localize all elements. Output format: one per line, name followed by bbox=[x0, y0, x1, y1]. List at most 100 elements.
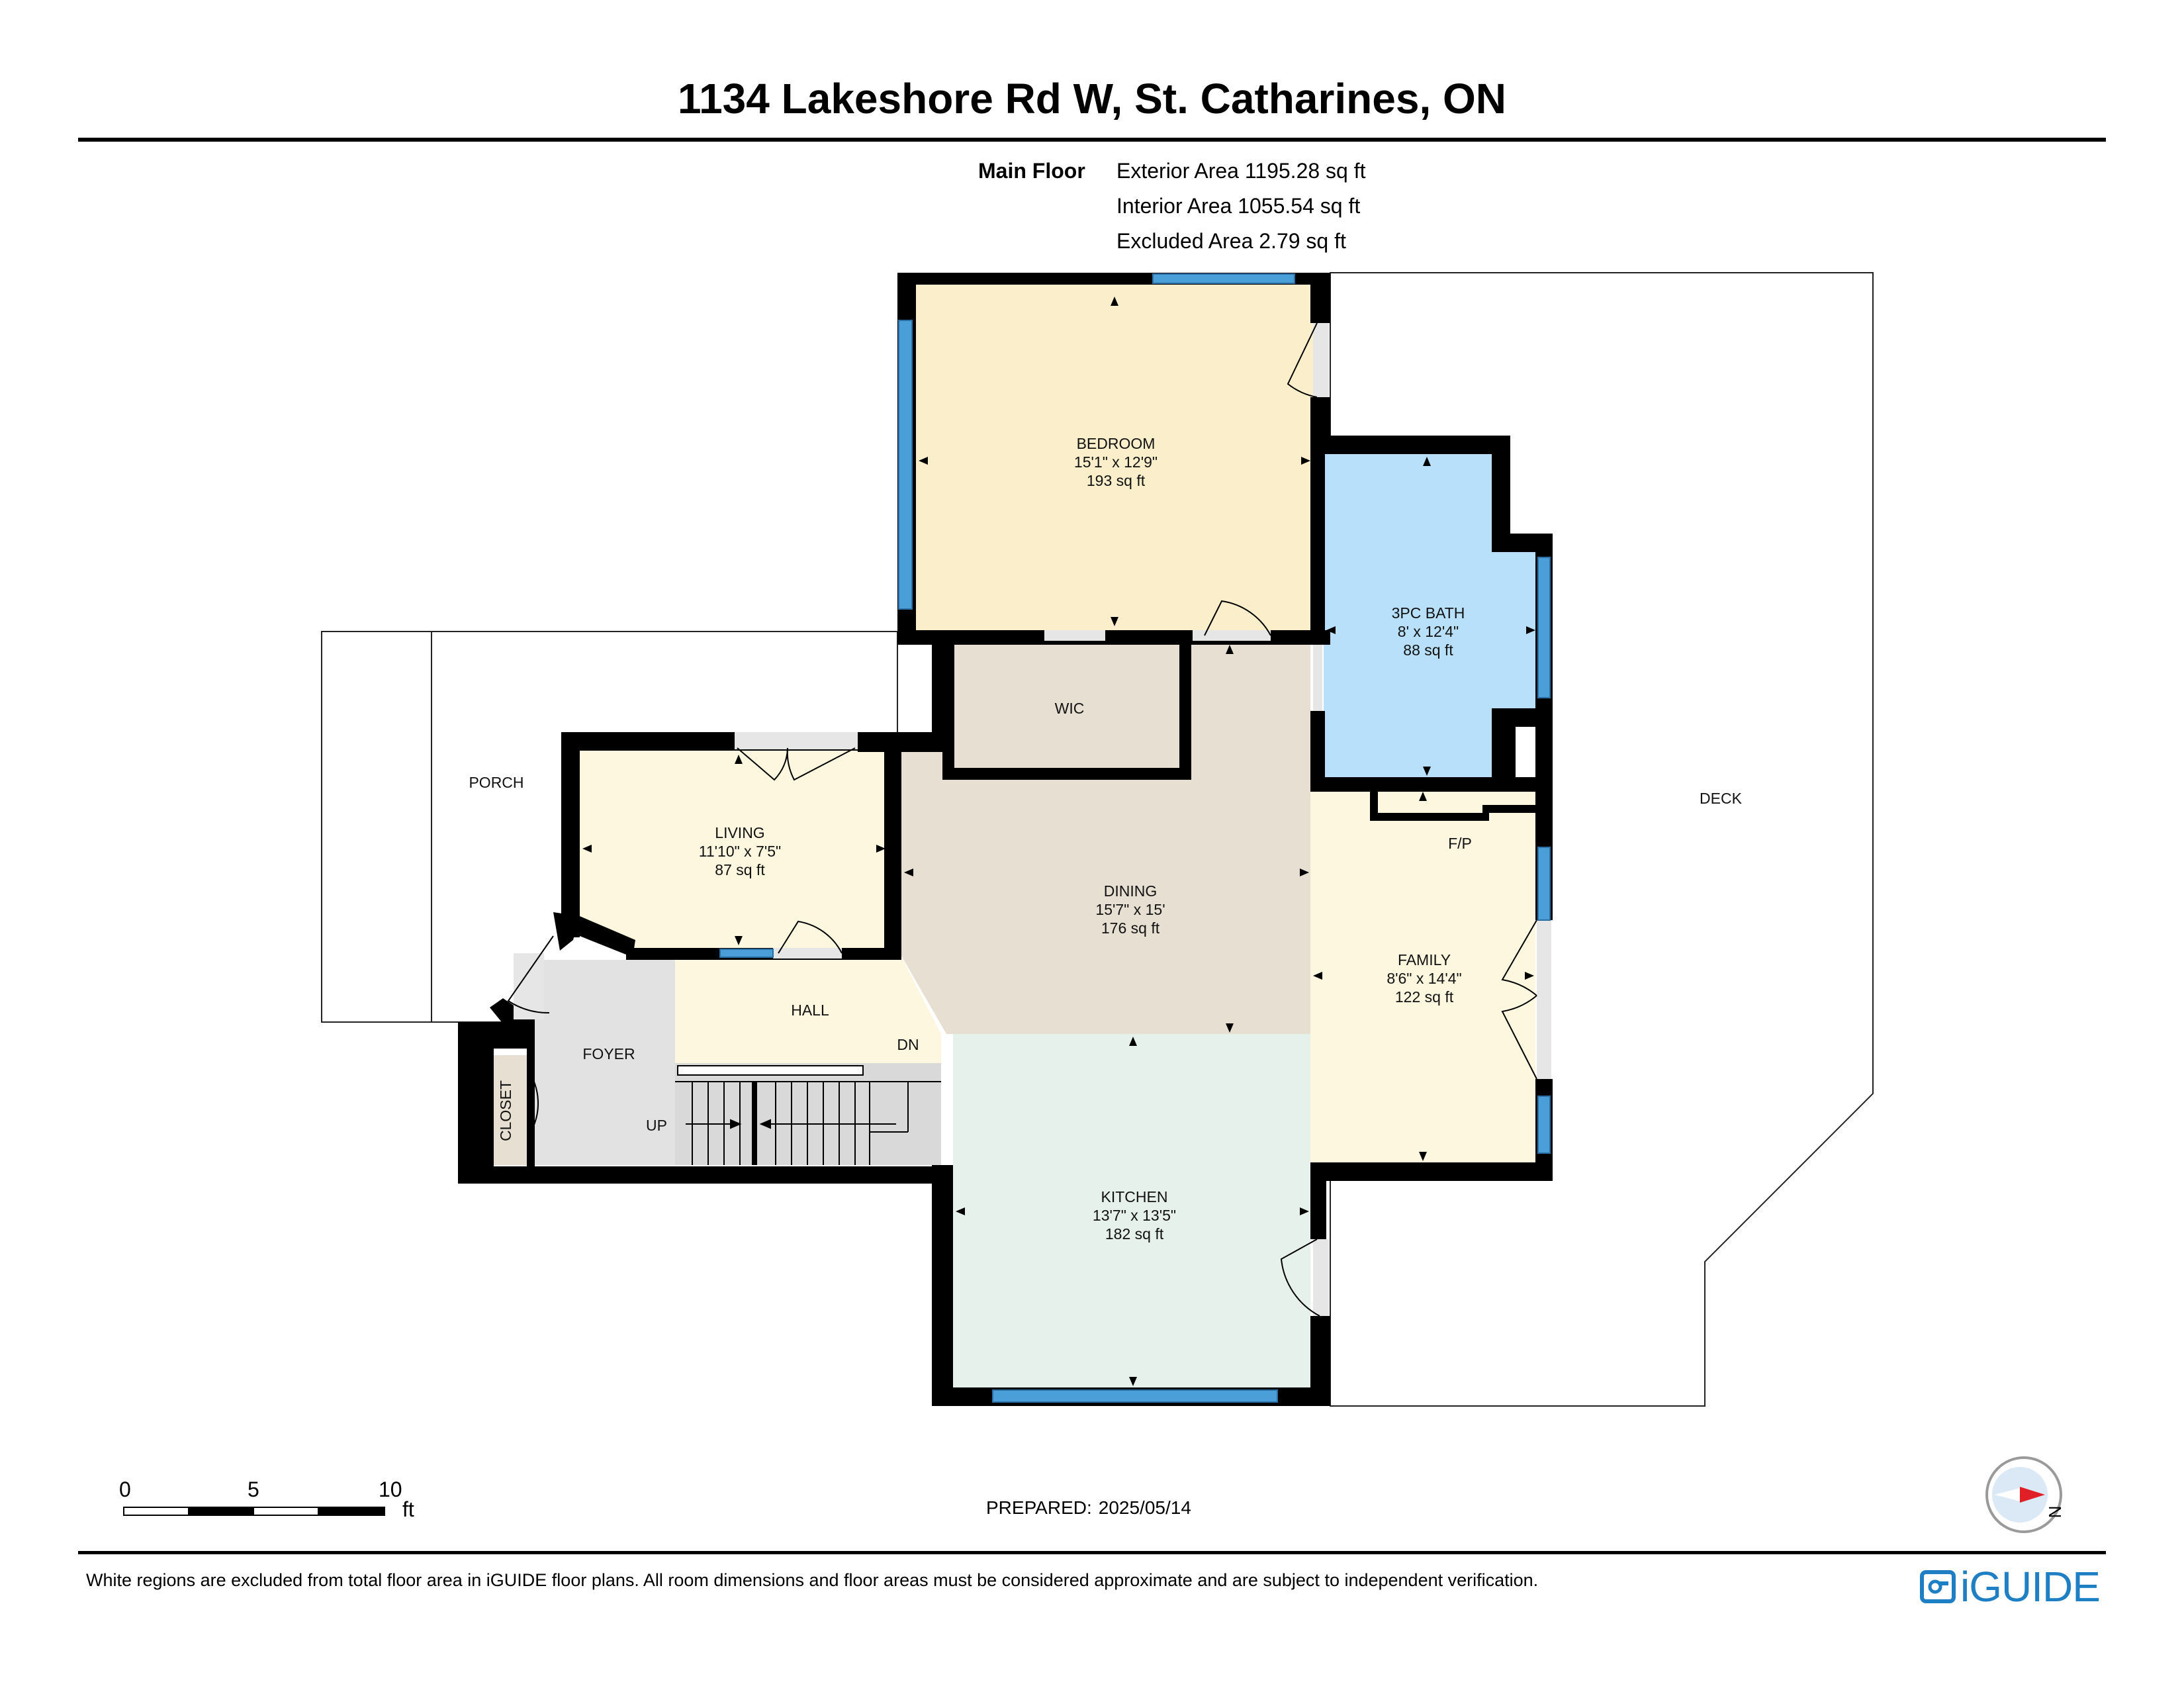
bath-dims: 8' x 12'4" bbox=[1398, 623, 1459, 640]
staircase bbox=[675, 1065, 941, 1165]
family-door-bottom bbox=[1501, 995, 1537, 1080]
dining-arrow-bottom bbox=[1226, 1023, 1234, 1033]
family-arrow-right bbox=[1525, 972, 1534, 980]
prepared-label: PREPARED: bbox=[986, 1497, 1092, 1518]
kitchen-arrow-right bbox=[1300, 1207, 1309, 1215]
foyer-name: FOYER bbox=[582, 1045, 635, 1062]
bedroom-deck-door-swing bbox=[1287, 322, 1318, 398]
family-arrow-top bbox=[1419, 792, 1427, 801]
stair-up-arrow bbox=[686, 1119, 742, 1129]
living-fill bbox=[578, 751, 892, 948]
living-arrow-top bbox=[735, 755, 743, 764]
scale-segment-2 bbox=[188, 1507, 254, 1516]
iguide-logo-icon bbox=[1920, 1570, 1956, 1603]
bath-arrow-left bbox=[1326, 626, 1336, 634]
exterior-area: Exterior Area 1195.28 sq ft bbox=[1116, 159, 1366, 183]
dining-name: DINING bbox=[1104, 882, 1158, 900]
living-dims: 11'10" x 7'5" bbox=[699, 843, 781, 860]
scale-tick-0: 0 bbox=[119, 1477, 131, 1501]
porch-name: PORCH bbox=[469, 774, 523, 791]
iguide-logo-text: iGUIDE bbox=[1960, 1563, 2101, 1611]
prepared-value: 2025/05/14 bbox=[1098, 1497, 1191, 1518]
family-name: FAMILY bbox=[1398, 951, 1451, 968]
bedroom-arrow-right bbox=[1301, 457, 1310, 465]
kitchen-dims: 13'7" x 13'5" bbox=[1093, 1207, 1176, 1224]
openings bbox=[514, 323, 1551, 1316]
stair-up-label: UP bbox=[646, 1117, 667, 1134]
living-french-door-right bbox=[786, 747, 856, 781]
interior-area: Interior Area 1055.54 sq ft bbox=[1116, 194, 1361, 218]
scale-tick-10: 10 bbox=[379, 1477, 402, 1501]
bath-fill bbox=[1324, 454, 1539, 777]
closet-fill bbox=[494, 1055, 527, 1165]
title-divider bbox=[78, 138, 2106, 142]
kitchen-door-swing bbox=[1280, 1239, 1320, 1317]
family-fill bbox=[1310, 792, 1535, 1165]
foyer-door-swing bbox=[507, 935, 554, 1014]
north-compass-icon: N bbox=[1985, 1456, 2065, 1533]
scale-segment-1 bbox=[123, 1507, 189, 1516]
living-arrow-left bbox=[582, 845, 592, 853]
footer-divider bbox=[78, 1551, 2106, 1554]
prepared-date: PREPARED: 2025/05/14 bbox=[986, 1497, 1191, 1519]
family-arrow-bottom bbox=[1419, 1152, 1427, 1161]
bath-area: 88 sq ft bbox=[1403, 641, 1453, 659]
dining-dims: 15'7" x 15' bbox=[1095, 901, 1165, 918]
bedroom-fill bbox=[907, 283, 1317, 630]
kitchen-name: KITCHEN bbox=[1101, 1188, 1168, 1205]
dining-arrow-right bbox=[1300, 868, 1309, 876]
disclaimer: White regions are excluded from total fl… bbox=[86, 1570, 1539, 1590]
windows bbox=[719, 273, 1551, 1403]
floor-label: Main Floor bbox=[978, 159, 1085, 183]
kitchen-area: 182 sq ft bbox=[1105, 1225, 1164, 1243]
excluded-area: Excluded Area 2.79 sq ft bbox=[1116, 229, 1346, 253]
kitchen-arrow-top bbox=[1129, 1037, 1137, 1046]
bedroom-door-swing bbox=[1204, 600, 1271, 636]
bath-name: 3PC BATH bbox=[1392, 604, 1465, 622]
family-arrow-left bbox=[1313, 972, 1322, 980]
family-dims: 8'6" x 14'4" bbox=[1387, 970, 1461, 987]
bedroom-arrow-bottom bbox=[1111, 617, 1118, 626]
dining-fill bbox=[901, 642, 1310, 1034]
deck-name: DECK bbox=[1700, 790, 1743, 807]
wic-name: WIC bbox=[1055, 700, 1085, 717]
dimension-arrows bbox=[582, 297, 1535, 1386]
dining-arrow-top bbox=[1226, 645, 1234, 654]
compass-letter: N bbox=[2045, 1506, 2065, 1519]
dining-area: 176 sq ft bbox=[1101, 919, 1160, 937]
family-door-top bbox=[1501, 919, 1537, 996]
iguide-logo: iGUIDE bbox=[1919, 1563, 2101, 1611]
scale-unit: ft bbox=[402, 1497, 414, 1521]
family-area: 122 sq ft bbox=[1395, 988, 1454, 1006]
page-title: 1134 Lakeshore Rd W, St. Catharines, ON bbox=[678, 75, 1506, 122]
bedroom-dims: 15'1" x 12'9" bbox=[1074, 453, 1158, 471]
scale-tick-5: 5 bbox=[248, 1477, 259, 1501]
wic-fill bbox=[949, 642, 1185, 774]
living-area: 87 sq ft bbox=[715, 861, 765, 878]
stair-down-label: DN bbox=[897, 1036, 919, 1053]
area-summary: Exterior Area 1195.28 sq ft Interior Are… bbox=[1116, 154, 1366, 259]
foyer-fill bbox=[535, 960, 675, 1165]
kitchen-arrow-bottom bbox=[1129, 1377, 1137, 1386]
bedroom-area: 193 sq ft bbox=[1087, 472, 1146, 489]
fireplace-label: F/P bbox=[1448, 835, 1472, 852]
hall-fill bbox=[675, 957, 941, 1063]
bath-arrow-right bbox=[1526, 626, 1535, 634]
kitchen-fill bbox=[953, 1034, 1310, 1397]
walls bbox=[458, 273, 1553, 1406]
stair-down-arrow bbox=[759, 1119, 896, 1129]
living-arrow-bottom bbox=[735, 936, 743, 945]
scale-segment-4 bbox=[318, 1507, 385, 1516]
bedroom-arrow-top bbox=[1111, 297, 1118, 306]
bath-arrow-bottom bbox=[1423, 767, 1431, 776]
living-name: LIVING bbox=[715, 824, 764, 841]
scale-segment-3 bbox=[253, 1507, 319, 1516]
bath-arrow-top bbox=[1423, 457, 1431, 466]
bedroom-arrow-left bbox=[919, 457, 928, 465]
hall-name: HALL bbox=[791, 1002, 829, 1019]
closet-door-swing bbox=[529, 1072, 539, 1130]
dining-arrow-left bbox=[904, 868, 913, 876]
closet-name: CLOSET bbox=[497, 1080, 514, 1141]
bedroom-name: BEDROOM bbox=[1077, 435, 1156, 452]
